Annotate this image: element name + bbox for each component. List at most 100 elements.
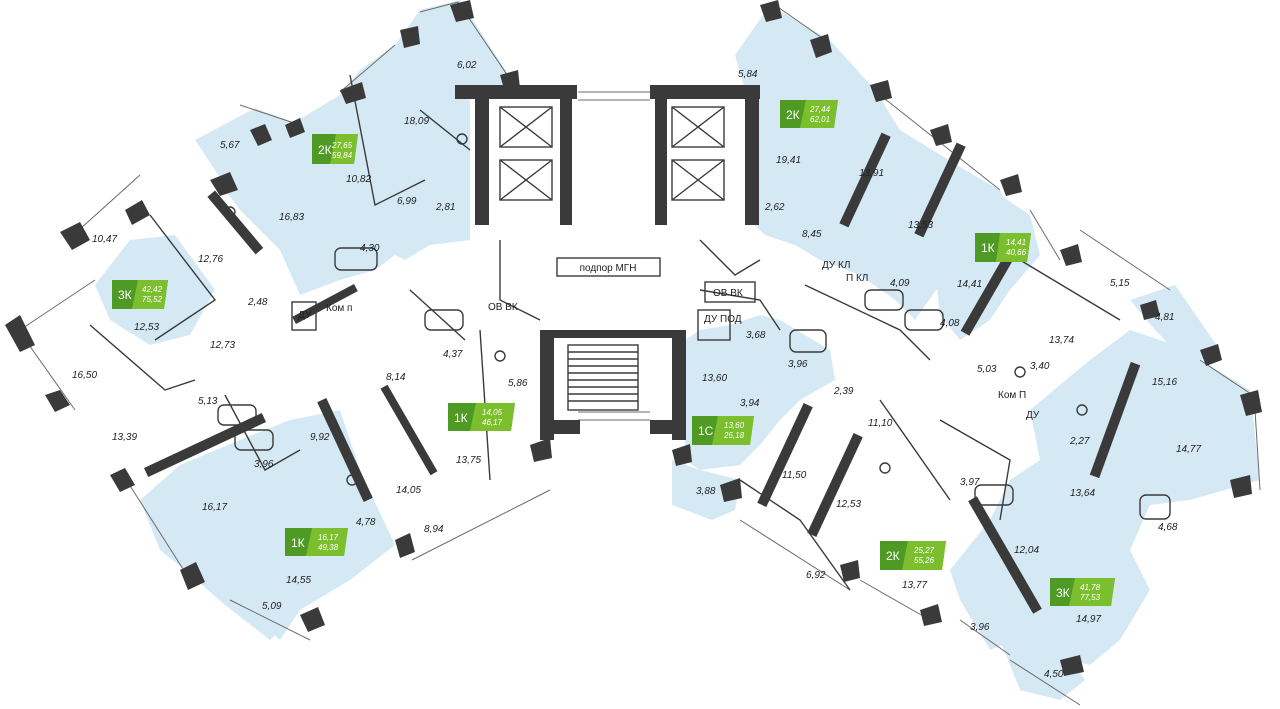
- room-area: 5,84: [738, 69, 758, 80]
- svg-text:2К: 2К: [318, 143, 332, 157]
- room-area: 13,75: [456, 455, 481, 466]
- room-area: 12,53: [134, 322, 159, 333]
- fixtures: [217, 106, 1171, 520]
- apartment-1k-top-right-area[interactable]: [935, 195, 1040, 340]
- apartment-badge-2k-62-01[interactable]: 2К 27,44 62,01: [780, 100, 838, 128]
- room-area: 13,60: [702, 373, 727, 384]
- room-area: 4,78: [356, 517, 376, 528]
- room-area: 8,14: [386, 372, 406, 383]
- service-room-du-right: ДУ: [1026, 410, 1040, 421]
- room-area: 5,15: [1110, 278, 1130, 289]
- room-area: 14,41: [957, 279, 982, 290]
- apartment-badge-3k-77-53[interactable]: 3К 41,78 77,53: [1050, 578, 1115, 606]
- room-area: 16,17: [202, 502, 227, 513]
- svg-text:42,42: 42,42: [142, 285, 163, 294]
- service-rooms: ДУ Ком п ОВ ВК ОВ ВК ДУ ПОД ДУ КЛ П КЛ К…: [291, 260, 1040, 421]
- room-area: 4,30: [360, 243, 380, 254]
- svg-text:27,65: 27,65: [331, 141, 353, 150]
- bathtub-icon: [217, 404, 257, 426]
- room-area: 2,62: [764, 202, 785, 213]
- sink-icon: [1076, 404, 1088, 416]
- svg-text:1К: 1К: [981, 241, 995, 255]
- service-room-du-pod: ДУ ПОД: [704, 314, 742, 325]
- bathtub-icon: [234, 429, 274, 451]
- apartment-badges: 2К 27,65 59,84 2К 27,44 62,01 3К 42,42 7…: [112, 100, 1115, 606]
- apartment-3k-right-area[interactable]: [950, 330, 1260, 665]
- service-room-du-kl: ДУ КЛ: [822, 260, 850, 271]
- apartment-badge-1k-46-17[interactable]: 1К 14,05 46,17: [448, 403, 515, 431]
- room-area: 5,13: [198, 396, 218, 407]
- loggia-5-09-area: [230, 545, 300, 640]
- sink-icon: [346, 474, 358, 486]
- svg-text:2К: 2К: [886, 549, 900, 563]
- room-area: 3,96: [970, 622, 990, 633]
- room-area: 2,39: [833, 386, 854, 397]
- svg-text:1К: 1К: [454, 411, 468, 425]
- room-area: 13,53: [908, 220, 933, 231]
- room-area: 3,40: [1030, 361, 1050, 372]
- room-area: 5,86: [508, 378, 528, 389]
- sink-icon: [1014, 366, 1026, 378]
- room-area: 3,97: [960, 477, 980, 488]
- room-area: 12,53: [836, 499, 861, 510]
- room-area-labels: 6,02 18,09 5,67 10,82 6,99 2,81 16,83 4,…: [72, 60, 1201, 680]
- elevator-shaft-1: [499, 106, 553, 148]
- sink-icon: [747, 106, 759, 118]
- room-area: 6,99: [397, 196, 417, 207]
- svg-text:1К: 1К: [291, 536, 305, 550]
- room-area: 13,91: [859, 168, 884, 179]
- room-area: 3,94: [740, 398, 760, 409]
- bathtub-icon: [904, 309, 944, 331]
- apartment-2k-top-left-area[interactable]: [225, 0, 515, 295]
- apartment-badge-1s-25-18[interactable]: 1С 13,60 25,18: [692, 416, 754, 445]
- svg-text:14,05: 14,05: [482, 408, 503, 417]
- room-area: 12,04: [1014, 545, 1039, 556]
- svg-text:3К: 3К: [1056, 586, 1070, 600]
- svg-text:3К: 3К: [118, 288, 132, 302]
- apartment-badge-3k-75-52[interactable]: 3К 42,42 75,52: [112, 280, 168, 309]
- service-room-kom-p-right: Ком П: [998, 390, 1026, 401]
- service-room-label: подпор МГН: [580, 263, 637, 274]
- room-area: 19,41: [776, 155, 801, 166]
- room-area: 14,77: [1176, 444, 1201, 455]
- bathtub-icon: [974, 484, 1014, 506]
- loggia-4-50-area: [1000, 625, 1085, 700]
- svg-text:46,17: 46,17: [482, 418, 503, 427]
- room-area: 8,45: [802, 229, 822, 240]
- apartment-badge-1k-40-66[interactable]: 1К 14,41 40,66: [975, 233, 1031, 262]
- room-area: 13,77: [902, 580, 927, 591]
- balcony-5-67-area: [195, 108, 300, 185]
- room-area: 4,81: [1155, 312, 1174, 323]
- room-area: 10,82: [346, 174, 371, 185]
- sink-icon: [879, 462, 891, 474]
- apartment-badge-2k-59-84[interactable]: 2К 27,65 59,84: [312, 134, 358, 164]
- bathtub-icon: [424, 309, 464, 331]
- room-area: 3,68: [746, 330, 766, 341]
- room-area: 11,10: [868, 418, 893, 429]
- room-area: 15,16: [1152, 377, 1177, 388]
- room-area: 2,48: [247, 297, 268, 308]
- svg-text:55,26: 55,26: [914, 556, 935, 565]
- svg-text:41,78: 41,78: [1080, 583, 1101, 592]
- room-area: 13,39: [112, 432, 137, 443]
- bathtub-icon: [1139, 494, 1171, 520]
- balcony-3-88-area: [672, 460, 740, 520]
- room-area: 6,92: [806, 570, 826, 581]
- apartment-badge-1k-49-38[interactable]: 1К 16,17 49,38: [285, 528, 348, 556]
- svg-text:13,60: 13,60: [724, 421, 745, 430]
- partitions: [89, 74, 1121, 591]
- room-area: 12,73: [210, 340, 235, 351]
- bathtub-icon: [789, 329, 827, 353]
- room-area: 8,94: [424, 524, 444, 535]
- svg-text:1С: 1С: [698, 424, 714, 438]
- apartment-badge-2k-55-26[interactable]: 2К 25,27 55,26: [880, 541, 946, 570]
- room-area: 3,88: [696, 486, 716, 497]
- room-area: 10,47: [92, 234, 117, 245]
- svg-text:2К: 2К: [786, 108, 800, 122]
- svg-text:25,18: 25,18: [723, 431, 745, 440]
- svg-text:62,01: 62,01: [810, 115, 830, 124]
- room-area: 13,64: [1070, 488, 1095, 499]
- core: подпор МГН: [499, 106, 725, 411]
- svg-text:27,44: 27,44: [809, 105, 831, 114]
